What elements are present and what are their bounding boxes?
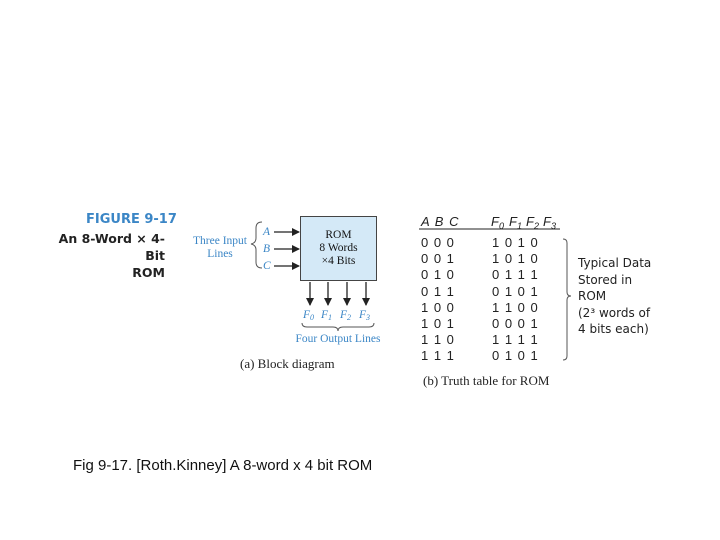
rom-label-line-1: ROM — [325, 229, 352, 241]
table-row-input: 1 1 1 — [421, 348, 455, 364]
table-row-input: 1 0 0 — [421, 299, 455, 315]
input-label-c: C — [263, 260, 271, 272]
slide-caption: Fig 9-17. [Roth.Kinney] A 8-word x 4 bit… — [73, 457, 373, 474]
rom-block: ROM 8 Words ×4 Bits — [300, 216, 377, 281]
outputs-label: Four Output Lines — [295, 333, 381, 345]
table-row-input: 0 1 0 — [421, 267, 455, 283]
table-row-input: 1 1 0 — [421, 332, 455, 348]
tt-header-f2: F2 — [526, 214, 539, 231]
table-row-input: 1 0 1 — [421, 316, 455, 332]
table-row-output: 1 0 1 0 — [492, 235, 539, 250]
inputs-label: Three Input Lines — [186, 235, 254, 261]
table-row-input: 0 0 0 — [421, 235, 455, 250]
figure-description-line-1: An 8-Word × 4-Bit — [58, 231, 165, 263]
output-label-f0: F0 — [302, 309, 314, 322]
table-row-output: 1 0 1 0 — [492, 251, 539, 267]
truth-table-inputs: 0 0 0 0 0 1 0 1 0 0 1 1 1 0 0 1 0 1 1 1 … — [421, 235, 455, 365]
typical-data-note-line-3: ROM — [578, 289, 607, 303]
table-row-output: 0 1 0 1 — [492, 348, 539, 364]
truth-table-caption: (b) Truth table for ROM — [423, 373, 550, 388]
inputs-label-line-2: Lines — [207, 248, 233, 260]
tt-header-f0: F0 — [491, 214, 504, 231]
input-label-b: B — [263, 243, 270, 255]
table-row-input: 0 0 1 — [421, 251, 455, 267]
typical-data-note-line-1: Typical Data — [578, 256, 652, 270]
figure-description-line-2: ROM — [132, 265, 165, 280]
typical-data-note: Typical Data Stored in ROM (2³ words of … — [578, 255, 651, 338]
typical-data-note-line-5: 4 bits each) — [578, 322, 649, 336]
output-label-f2: F2 — [339, 309, 351, 322]
table-row-output: 0 0 0 1 — [492, 316, 539, 332]
table-row-output: 0 1 1 1 — [492, 267, 539, 283]
rom-label-line-2: 8 Words — [319, 242, 358, 254]
tt-header-f3: F3 — [543, 214, 556, 231]
table-row-output: 1 1 0 0 — [492, 299, 539, 315]
truth-table-bracket — [562, 238, 572, 361]
truth-table-outputs: 1 0 1 0 1 0 1 0 0 1 1 1 0 1 0 1 1 1 0 0 … — [492, 235, 539, 365]
block-diagram-caption: (a) Block diagram — [240, 356, 335, 371]
inputs-brace — [250, 221, 263, 269]
table-row-output: 0 1 0 1 — [492, 283, 539, 299]
output-label-f1: F1 — [320, 309, 332, 322]
table-row-output: 1 1 1 1 — [492, 332, 539, 348]
tt-header-f1: F1 — [509, 214, 522, 231]
table-row-input: 0 1 1 — [421, 283, 455, 299]
typical-data-note-line-4: (2³ words of — [578, 305, 651, 320]
output-label-f3: F3 — [358, 309, 370, 322]
figure-number: FIGURE 9-17 — [86, 212, 177, 227]
figure-description: An 8-Word × 4-Bit ROM — [40, 230, 165, 281]
typical-data-note-line-2: Stored in — [578, 272, 633, 287]
rom-label-line-3: ×4 Bits — [321, 255, 356, 267]
outputs-brace — [301, 322, 375, 332]
inputs-label-line-1: Three Input — [193, 235, 247, 247]
input-label-a: A — [262, 226, 271, 238]
tt-header-inputs: A B C — [421, 214, 460, 229]
